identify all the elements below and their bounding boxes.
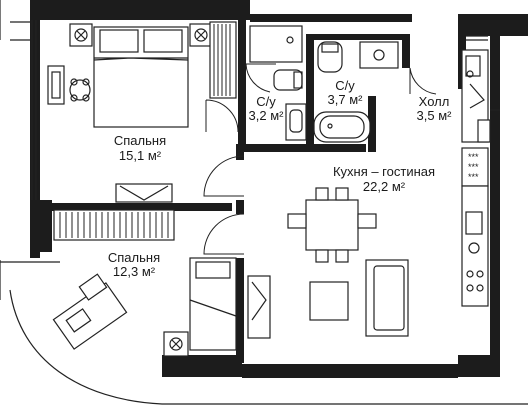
chair bbox=[335, 187, 349, 201]
hall-name: Холл bbox=[419, 94, 450, 109]
bathroom-2 bbox=[313, 41, 437, 143]
coffee-table bbox=[309, 281, 349, 321]
shower bbox=[249, 25, 303, 63]
svg-text:***: *** bbox=[468, 152, 479, 162]
sofa bbox=[365, 259, 409, 337]
chair bbox=[315, 249, 329, 263]
pillow bbox=[99, 29, 139, 53]
lamp-icon bbox=[169, 337, 183, 351]
svg-text:***: *** bbox=[468, 172, 479, 182]
kitchen-cabinets: *** *** *** bbox=[461, 49, 491, 307]
chair bbox=[335, 249, 349, 263]
round-table bbox=[69, 79, 91, 101]
toilet bbox=[273, 69, 303, 91]
laptop-icon bbox=[65, 308, 92, 333]
fridge-icon bbox=[465, 211, 483, 235]
chair bbox=[315, 187, 329, 201]
dresser bbox=[115, 183, 173, 203]
hall-area: 3,5 м² bbox=[417, 108, 453, 123]
wardrobe bbox=[247, 275, 271, 339]
bathroom-2-name: С/у bbox=[335, 78, 355, 93]
facade-tick bbox=[10, 21, 30, 41]
kitchen-counter bbox=[461, 185, 489, 307]
svg-text:***: *** bbox=[468, 162, 479, 172]
bathroom-1-name: С/у bbox=[256, 94, 276, 109]
bedroom-1-area: 15,1 м² bbox=[119, 148, 162, 163]
chair bbox=[78, 273, 108, 301]
bedroom-1-name: Спальня bbox=[114, 133, 166, 148]
bathtub bbox=[313, 111, 371, 143]
pillow bbox=[143, 29, 183, 53]
chair bbox=[287, 213, 307, 229]
bedroom-2-area: 12,3 м² bbox=[113, 264, 156, 279]
bedroom-2-name: Спальня bbox=[108, 250, 160, 265]
lamp-icon bbox=[194, 28, 208, 42]
exterior-walls bbox=[30, 0, 528, 378]
desk bbox=[52, 273, 128, 350]
single-bed bbox=[189, 257, 237, 351]
kitchen-living-name: Кухня – гостиная bbox=[333, 164, 435, 179]
room-labels: Спальня 15,1 м² С/у 3,2 м² С/у 3,7 м² Хо… bbox=[108, 78, 452, 279]
toilet bbox=[317, 41, 343, 73]
bedroom-2 bbox=[52, 183, 271, 357]
interior-walls bbox=[52, 14, 410, 363]
bedroom-1 bbox=[47, 21, 239, 133]
bathroom-1-area: 3,2 м² bbox=[249, 108, 285, 123]
lamp-icon bbox=[74, 28, 88, 42]
windows bbox=[31, 20, 500, 200]
kitchen-living-furniture bbox=[203, 155, 409, 337]
kitchen-living-area: 22,2 м² bbox=[363, 179, 406, 194]
chair bbox=[357, 213, 377, 229]
dining-table bbox=[305, 199, 359, 251]
bathroom-1 bbox=[245, 25, 307, 141]
bathroom-2-area: 3,7 м² bbox=[328, 92, 364, 107]
sink bbox=[359, 41, 399, 69]
sink-icon bbox=[468, 242, 480, 254]
